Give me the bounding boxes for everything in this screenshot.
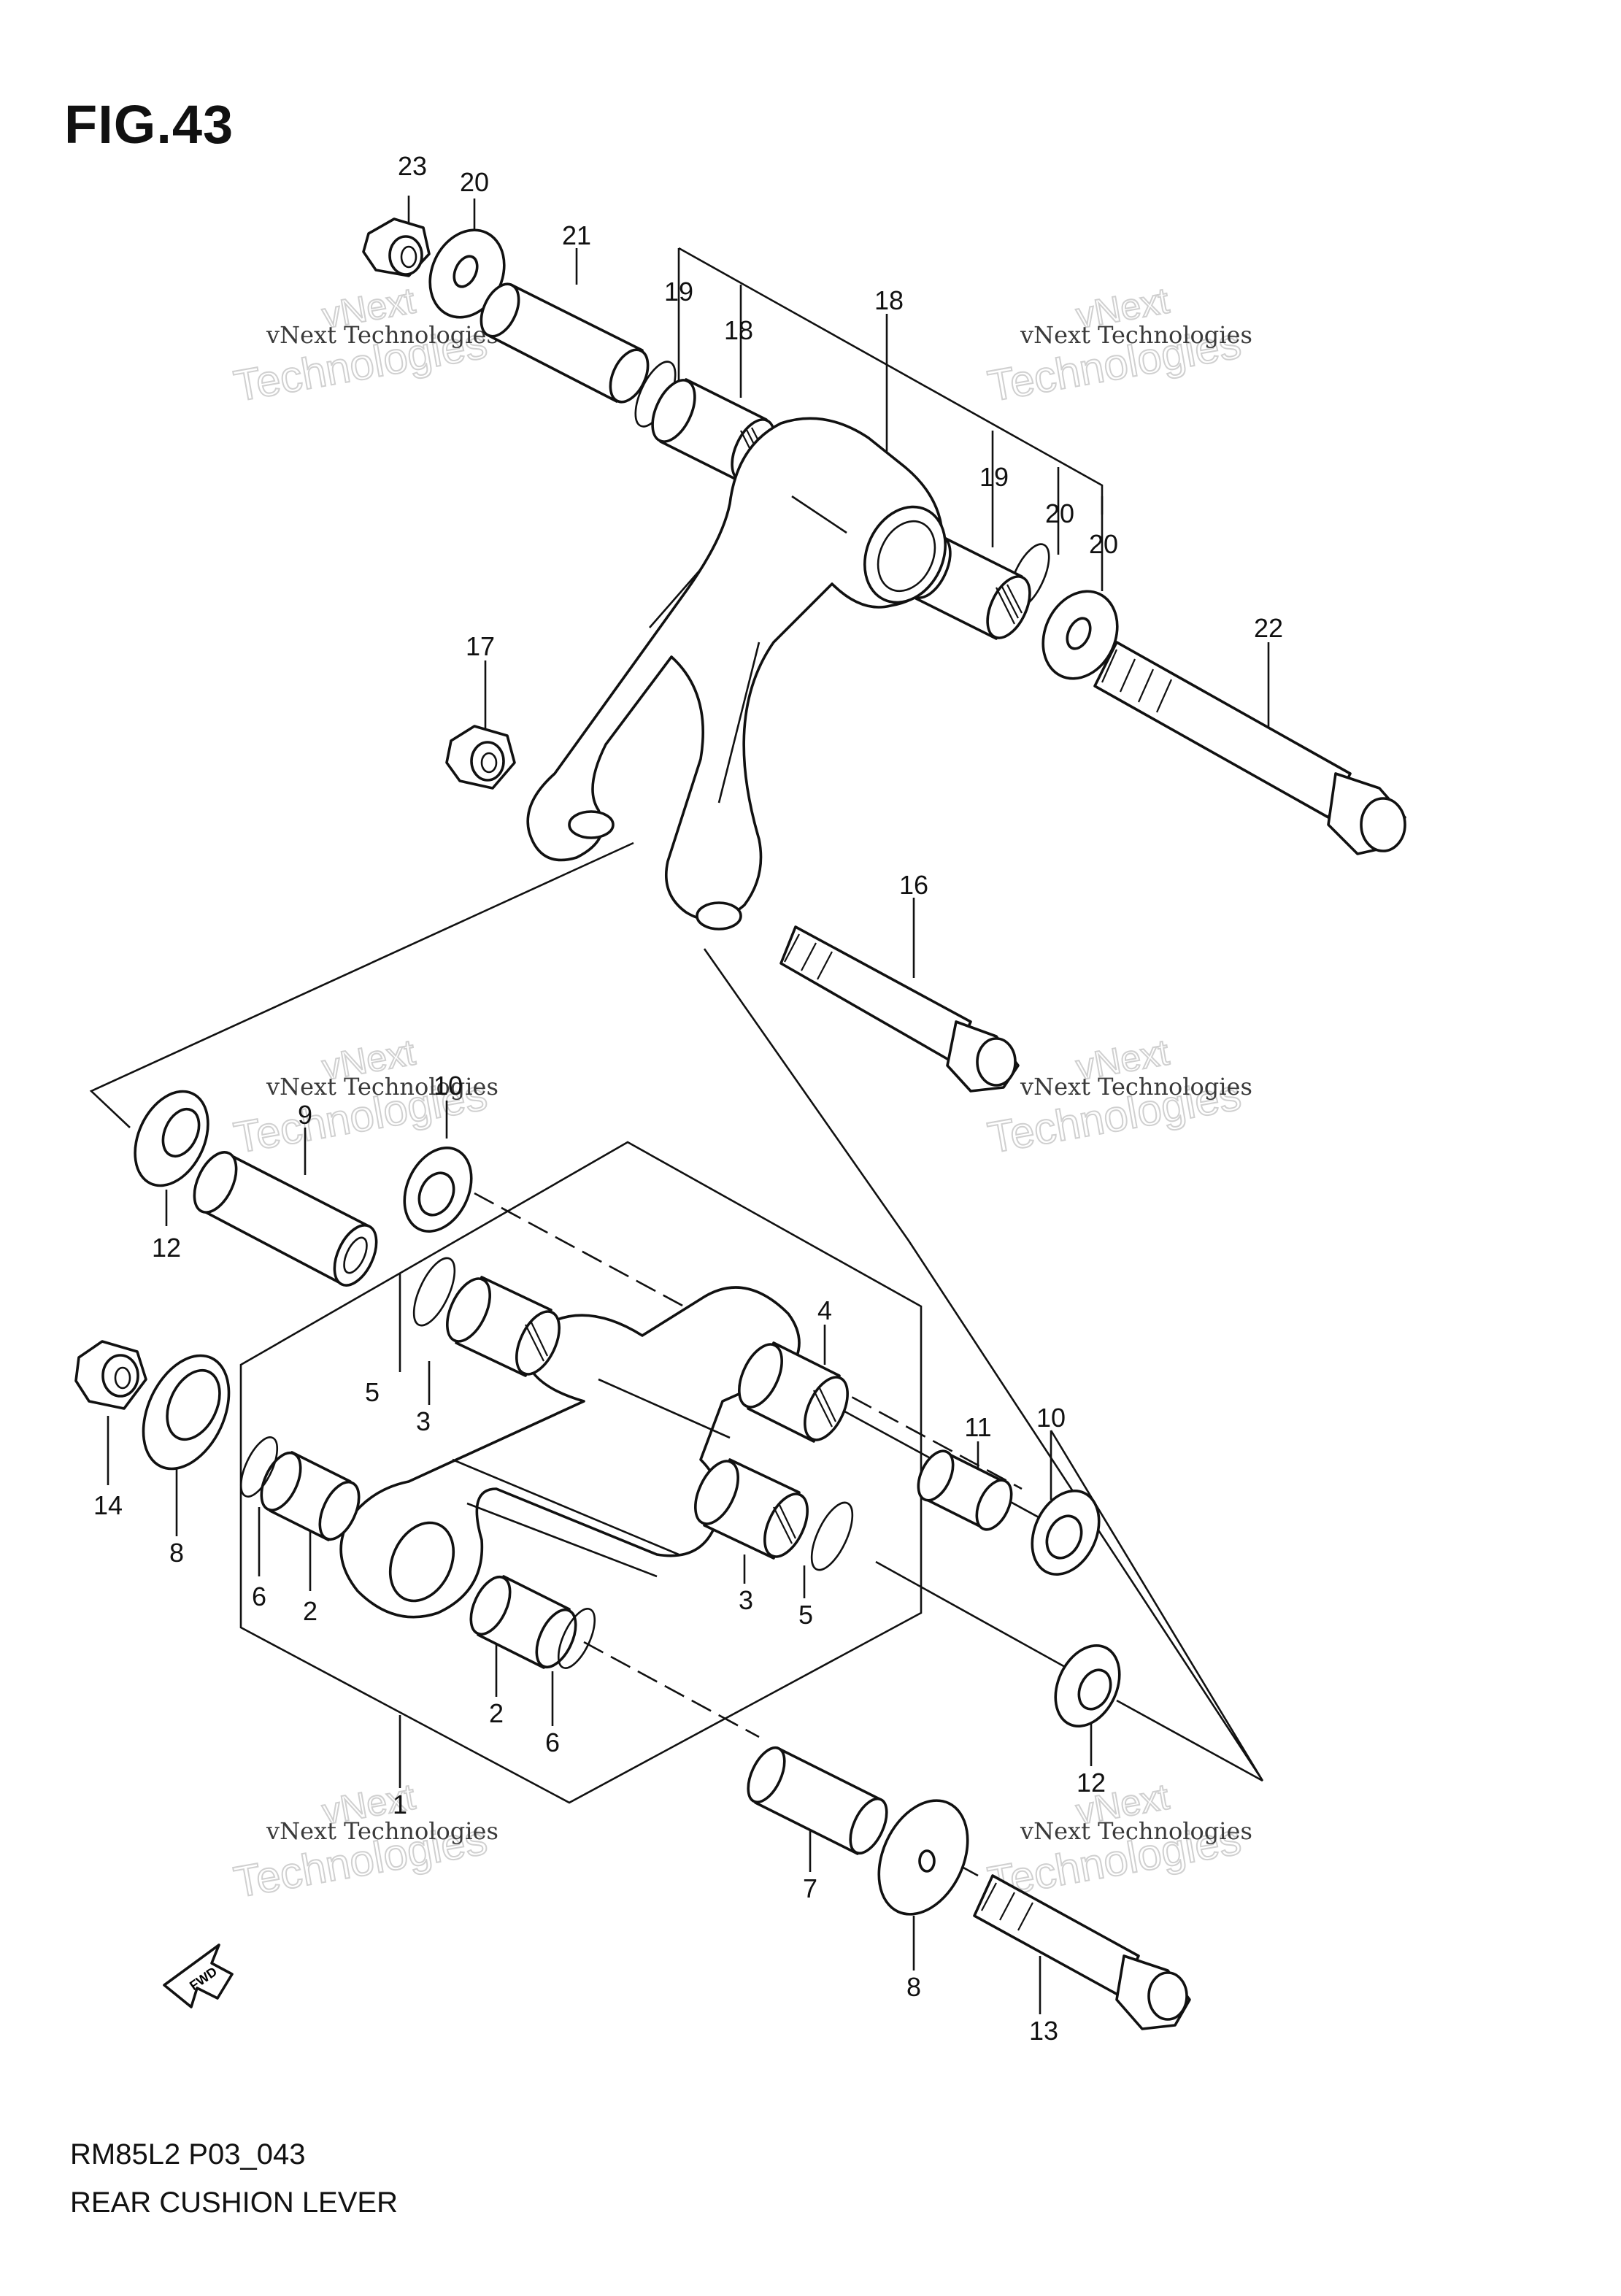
- watermark-bottom-left: Technologies vNext vNext Technologies: [230, 1775, 498, 1907]
- figure-name: REAR CUSHION LEVER: [70, 2187, 398, 2219]
- part-11-collar: [917, 1449, 1013, 1531]
- callout-3b: 3: [739, 1585, 753, 1615]
- watermark-mid-right: Technologies vNext vNext Technologies: [984, 1030, 1252, 1163]
- callout-20: 20: [460, 167, 489, 197]
- axis-line-lower: [583, 1641, 760, 1738]
- part-22-bolt: [1093, 641, 1406, 855]
- watermark-text: vNext Technologies: [1020, 1073, 1252, 1101]
- callout-6: 6: [252, 1582, 266, 1611]
- part-17-upper-lever: [526, 417, 947, 931]
- part-5-6-circlips: [239, 1257, 854, 1669]
- callout-16: 17: [466, 631, 495, 661]
- callout-9: 9: [298, 1100, 312, 1130]
- callout-13: 13: [1029, 2016, 1058, 2046]
- part-2-bearing: [260, 1451, 577, 1669]
- part-16-nut: [445, 725, 516, 790]
- part-10-dust-seal: [403, 1146, 1101, 1576]
- part-9-spacer: [193, 1151, 378, 1287]
- callout-19b: 20: [1045, 498, 1074, 528]
- part-8-washer: [142, 1354, 231, 1471]
- part-7-spacer: [747, 1746, 888, 1855]
- assembly-lines: [89, 196, 1270, 2014]
- figure-code: RM85L2 P03_043: [70, 2138, 306, 2170]
- part-12-collar-right: [1054, 1644, 1121, 1728]
- figure-title: FIG.43: [64, 94, 234, 155]
- callout-5b: 5: [798, 1600, 813, 1630]
- callout-19: 19: [664, 277, 693, 307]
- callout-3: 3: [416, 1406, 431, 1436]
- part-1-lower-lever: [339, 1286, 801, 1619]
- callout-12b: 12: [1077, 1768, 1106, 1798]
- callout-12: 12: [152, 1233, 181, 1263]
- callout-6b: 6: [545, 1727, 560, 1757]
- part-14-nut: [74, 1340, 147, 1410]
- part-12-collar: [134, 1090, 209, 1187]
- part-21-collar: [480, 282, 650, 404]
- callout-18: 18: [724, 315, 753, 345]
- part-20-washer: [428, 228, 506, 319]
- callout-7: 7: [803, 1873, 817, 1903]
- watermark-text: vNext Technologies: [1020, 321, 1252, 349]
- watermark-text: vNext Technologies: [266, 321, 498, 349]
- part-23-nut: [362, 217, 431, 277]
- part-3-bearing: [446, 1276, 809, 1560]
- watermark-text: vNext Technologies: [266, 1817, 498, 1845]
- watermark-bottom-right: Technologies vNext vNext Technologies: [984, 1775, 1252, 1907]
- part-4-bearing: [738, 1341, 849, 1443]
- callout-10b: 10: [1036, 1403, 1066, 1433]
- part-20-washer-right: [1041, 590, 1119, 680]
- callout-1: 1: [393, 1790, 407, 1819]
- part-13-bolt: [973, 1874, 1191, 2030]
- callout-22: 22: [1254, 613, 1283, 643]
- callout-2b: 2: [489, 1698, 504, 1728]
- callout-8: 8: [169, 1538, 184, 1568]
- hexagon-boundary: [239, 1141, 923, 1804]
- watermark-top-left: Technologies vNext vNext Technologies: [230, 279, 498, 411]
- watermark-text: vNext Technologies: [1020, 1817, 1252, 1845]
- callout-18b: 19: [979, 462, 1009, 492]
- callout-14: 14: [93, 1490, 123, 1520]
- axis-line-12: [1116, 1699, 1263, 1782]
- axis-line-right: [875, 1560, 1074, 1673]
- watermark-top-right: Technologies vNext vNext Technologies: [984, 279, 1252, 411]
- callout-numbers: 23 20 21 19 18 18 19 20 20 22 17 16 10 9…: [93, 151, 1283, 2046]
- callout-11: 11: [964, 1412, 991, 1442]
- callout-20b: 20: [1089, 529, 1118, 559]
- fwd-arrow-icon: FWD: [163, 1943, 234, 2008]
- callout-21: 21: [562, 220, 591, 250]
- connector-line-left: [89, 841, 634, 1128]
- part-8-washer-right: [877, 1799, 969, 1916]
- callout-10: 10: [434, 1071, 463, 1101]
- callout-17: 18: [874, 285, 904, 315]
- callout-4: 4: [817, 1295, 832, 1325]
- callout-2: 2: [303, 1596, 317, 1626]
- part-15-bolt: [779, 925, 1020, 1093]
- watermark-text: vNext Technologies: [266, 1073, 498, 1101]
- callout-15: 16: [899, 870, 928, 900]
- callout-8b: 8: [906, 1972, 921, 2002]
- callout-23: 23: [398, 151, 427, 181]
- callout-5: 5: [365, 1377, 380, 1407]
